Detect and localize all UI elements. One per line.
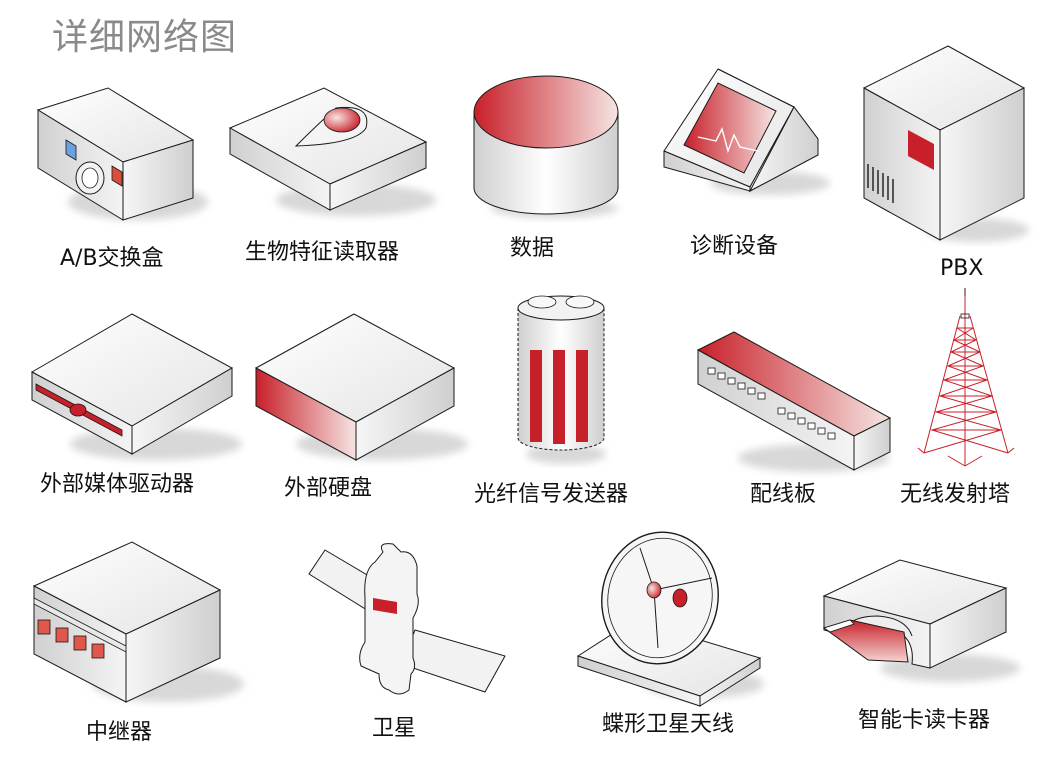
external-media-drive-icon[interactable]: [26, 312, 246, 462]
ab-switch-box-label: A/B交换盒: [60, 246, 164, 271]
patch-panel-icon[interactable]: [694, 328, 894, 478]
wireless-tower-icon[interactable]: [917, 288, 1018, 473]
smart-card-reader-label: 智能卡读卡器: [858, 708, 991, 733]
fiber-optic-transmitter-label: 光纤信号发送器: [474, 482, 629, 507]
satellite-label: 卫星: [372, 716, 417, 741]
external-media-drive-label: 外部媒体驱动器: [40, 472, 195, 497]
wireless-tower-label: 无线发射塔: [900, 482, 1011, 507]
repeater-label: 中继器: [86, 720, 153, 745]
biometric-reader-label: 生物特征读取器: [245, 240, 400, 265]
fiber-optic-transmitter-icon[interactable]: [510, 288, 610, 468]
diagnostic-equipment-label: 诊断设备: [690, 234, 779, 259]
database-icon[interactable]: [468, 70, 628, 220]
satellite-dish-label: 蝶形卫星天线: [602, 712, 735, 737]
biometric-reader-icon[interactable]: [226, 82, 441, 222]
pbx-label: PBX: [940, 256, 984, 281]
patch-panel-label: 配线板: [750, 482, 817, 507]
satellite-dish-icon[interactable]: [574, 528, 774, 708]
ab-switch-box-icon[interactable]: [28, 80, 208, 230]
smart-card-reader-icon[interactable]: [820, 556, 1020, 686]
pbx-icon[interactable]: [862, 44, 1029, 244]
repeater-icon[interactable]: [28, 538, 248, 708]
satellite-icon[interactable]: [305, 540, 510, 700]
diagnostic-equipment-icon[interactable]: [660, 55, 830, 195]
page-title: 详细网络图: [52, 17, 238, 58]
external-hard-drive-label: 外部硬盘: [284, 476, 373, 501]
external-hard-drive-icon[interactable]: [252, 312, 472, 462]
database-label: 数据: [510, 236, 555, 261]
